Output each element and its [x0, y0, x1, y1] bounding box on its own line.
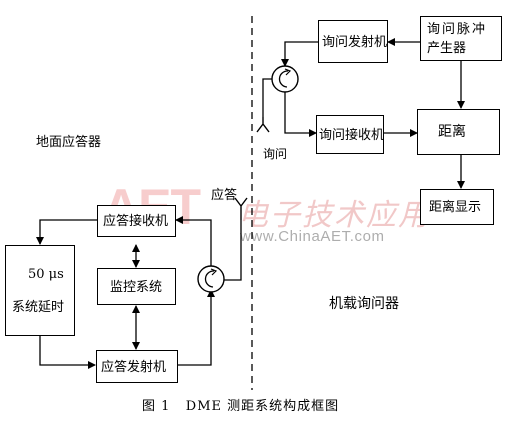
pulse-generator-label-1: 询问脉冲	[427, 22, 488, 37]
arrow-delay-to-transmitter	[39, 336, 96, 369]
transponder-antenna	[234, 197, 248, 220]
interrogator-antenna	[256, 117, 270, 133]
airborne-interrogator-label: 机载询问器	[329, 296, 399, 312]
arrow-transmitter-to-circulator	[178, 289, 215, 366]
interrogator-antenna-label: 询问	[263, 147, 288, 161]
interrogator-circulator	[271, 65, 299, 93]
pulse-generator-label-2: 产生器	[427, 41, 467, 56]
distance-display-label: 距离显示	[429, 200, 482, 215]
distance-box: 距离	[417, 109, 500, 155]
delay-value: 50 μs	[28, 267, 64, 282]
interrogation-transmitter-label: 询问发射机	[322, 35, 388, 50]
interrogation-transmitter-box: 询问发射机	[318, 20, 388, 63]
reply-transmitter-label: 应答发射机	[101, 360, 167, 375]
interrogation-receiver-box: 询问接收机	[316, 115, 384, 154]
transponder-antenna-label: 应答	[211, 188, 238, 203]
distance-display-box: 距离显示	[420, 189, 494, 225]
reply-receiver-box: 应答接收机	[97, 205, 176, 237]
watermark-url: www.ChinaAET.com	[240, 228, 385, 245]
transponder-circulator	[197, 265, 225, 293]
distance-label: 距离	[438, 124, 466, 140]
watermark-chinese: 电子技术应用	[238, 198, 430, 233]
delay-box: 50 μs 系统延时	[5, 245, 75, 336]
arrow-receiver-to-delay	[36, 219, 97, 245]
delay-label: 系统延时	[12, 300, 65, 315]
figure-caption: 图 1 DME 测距系统构成框图	[142, 399, 340, 414]
monitor-label: 监控系统	[110, 280, 163, 295]
arrow-transmitter-to-circulator-air	[281, 41, 318, 67]
line-circulator-to-antenna	[224, 220, 242, 281]
arrow-circulator-to-receiver-air	[284, 92, 317, 137]
pulse-generator-box: 询问脉冲 产生器	[420, 16, 502, 61]
reply-receiver-label: 应答接收机	[103, 214, 169, 229]
monitor-box: 监控系统	[97, 268, 176, 305]
reply-transmitter-box: 应答发射机	[96, 350, 178, 383]
interrogation-receiver-label: 询问接收机	[319, 128, 385, 143]
ground-transponder-label: 地面应答器	[36, 135, 102, 150]
arrow-circulator-to-receiver	[175, 216, 212, 266]
line-circulator-to-antenna-air	[262, 78, 272, 117]
